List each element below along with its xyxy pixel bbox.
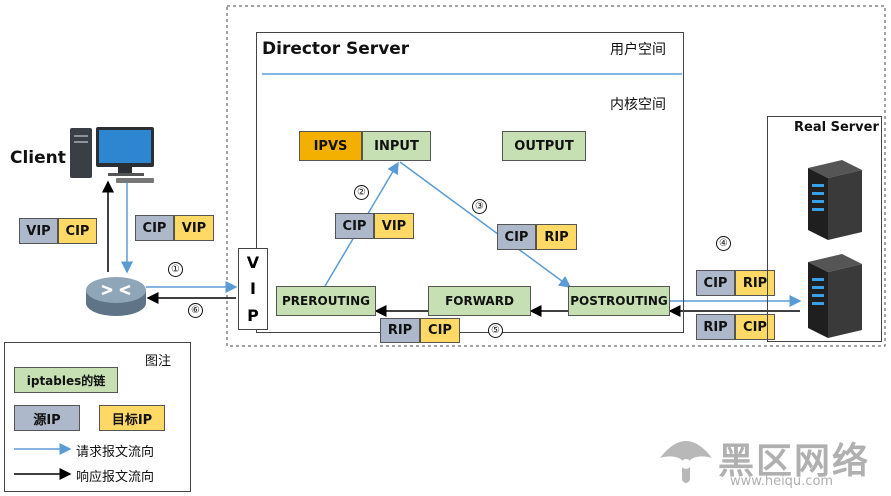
step-marker: ② — [354, 185, 369, 200]
chain-forward: FORWARD — [428, 286, 531, 316]
packet-src: RIP — [696, 314, 735, 340]
vip-letter: P — [247, 306, 259, 326]
packet-dst: RIP — [536, 224, 577, 250]
arrow-step3 — [399, 161, 572, 288]
packet-dst: CIP — [735, 314, 775, 340]
vip-letter: I — [250, 279, 256, 299]
packet-dst: VIP — [374, 213, 414, 239]
packet-dst: CIP — [420, 318, 460, 343]
watermark-url: www.heiqu.com — [730, 474, 834, 489]
kernel-space-label: 内核空间 — [610, 97, 666, 113]
packet-dst: RIP — [735, 270, 775, 296]
step-marker: ④ — [716, 236, 731, 251]
server-icon — [808, 160, 862, 240]
real-server-title: Real Server — [794, 120, 879, 135]
packet-src: CIP — [335, 213, 374, 239]
server-icon — [808, 254, 862, 338]
chain-prerouting: PREROUTING — [276, 286, 376, 316]
legend-dst-swatch: 目标IP — [99, 405, 165, 431]
packet-src: VIP — [19, 218, 58, 244]
step-marker: ⑥ — [188, 303, 203, 318]
mushroom-logo-icon — [660, 441, 712, 483]
director-dashed-border — [226, 5, 886, 347]
client-label: Client — [10, 148, 66, 168]
step-marker: ⑤ — [488, 323, 503, 338]
director-server-box — [256, 32, 684, 333]
packet-dst: VIP — [174, 215, 214, 241]
computer-icon — [70, 127, 154, 183]
chain-ipvs: IPVS — [299, 131, 362, 161]
watermark-brand: 黑区网络 — [718, 441, 871, 482]
packet-dst: CIP — [58, 218, 97, 244]
step-marker: ① — [168, 262, 183, 277]
router-icon — [86, 277, 146, 316]
real-server-box — [767, 116, 882, 342]
legend-src-swatch: 源IP — [14, 405, 80, 431]
legend-chain-swatch: iptables的链 — [14, 367, 118, 393]
legend-box — [4, 342, 191, 492]
chain-input: INPUT — [362, 131, 431, 161]
legend-response-label: 响应报文流向 — [76, 470, 155, 485]
packet-src: CIP — [497, 224, 536, 250]
vip-interface: V I P — [238, 248, 268, 330]
step-marker: ③ — [472, 199, 487, 214]
chain-postrouting: POSTROUTING — [568, 286, 670, 316]
packet-src: RIP — [380, 318, 420, 343]
vip-letter: V — [246, 252, 260, 272]
packet-src: CIP — [696, 270, 735, 296]
legend-request-label: 请求报文流向 — [76, 445, 155, 460]
legend-title: 图注 — [145, 354, 172, 369]
user-space-label: 用户空间 — [610, 42, 666, 58]
chain-output: OUTPUT — [502, 131, 586, 161]
director-title: Director Server — [262, 39, 410, 59]
packet-src: CIP — [135, 215, 174, 241]
